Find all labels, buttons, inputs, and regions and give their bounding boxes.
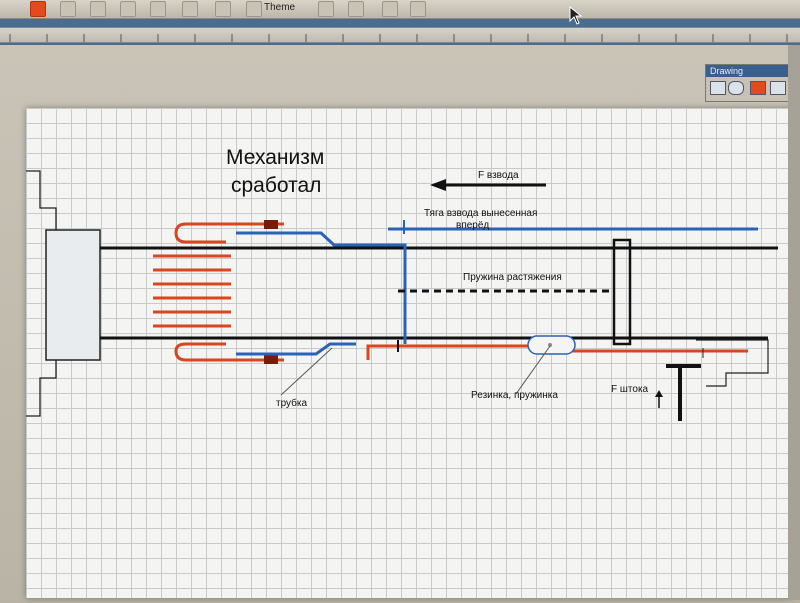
- left-block: [45, 229, 101, 361]
- highlight-button[interactable]: [30, 1, 46, 17]
- upper-u-hook: [174, 222, 284, 244]
- theme-icon[interactable]: [246, 1, 262, 17]
- vertical-pin: [612, 238, 632, 346]
- red-spring-lines: [153, 254, 231, 328]
- lower-u-hook: [174, 342, 284, 362]
- mechanism-diagram: Механизм сработал F взвода Тяга взвода в…: [26, 146, 778, 421]
- lower-hook-end: [264, 355, 278, 364]
- font-color-icon[interactable]: [182, 1, 198, 17]
- horizontal-ruler: [0, 27, 800, 43]
- lines-icon[interactable]: [318, 1, 334, 17]
- align-left-icon[interactable]: [60, 1, 76, 17]
- diagram-title-line1: Механизм: [226, 146, 324, 169]
- mouse-cursor-icon: [569, 6, 583, 25]
- grid-icon[interactable]: [382, 1, 398, 17]
- left-bracket-bottom: [26, 360, 57, 417]
- drawing-page[interactable]: Механизм сработал F взвода Тяга взвода в…: [26, 108, 792, 598]
- more-icon[interactable]: [410, 1, 426, 17]
- rod-label-line2: вперёд: [456, 220, 489, 231]
- tube-leader: [280, 347, 333, 396]
- red-trigger-link: [366, 344, 546, 360]
- rectangle-tool-icon[interactable]: [710, 81, 726, 95]
- diagram-title-line2: сработал: [231, 174, 321, 197]
- curve-tool-icon[interactable]: [770, 81, 786, 95]
- force-rod-label: F штока: [611, 384, 649, 395]
- spring-label: Пружина растяжения: [463, 272, 562, 283]
- lower-blue-tube: [236, 342, 356, 356]
- theme-button[interactable]: Theme: [264, 2, 296, 13]
- indent-icon[interactable]: [90, 1, 106, 17]
- vertical-scrollbar[interactable]: [788, 45, 800, 600]
- upper-blue-tube: [236, 231, 407, 344]
- right-bracket: [696, 339, 769, 387]
- force-cock-label: F взвода: [478, 170, 519, 181]
- line-tool-icon[interactable]: [750, 81, 766, 95]
- ellipse-tool-icon[interactable]: [728, 81, 744, 95]
- toolbar: Theme: [0, 0, 800, 19]
- tube-label: трубка: [276, 397, 307, 409]
- palette-title: Drawing: [706, 65, 800, 77]
- shape-icon[interactable]: [215, 1, 231, 17]
- rubber-leader: [515, 345, 551, 395]
- upper-hook-end: [264, 220, 278, 229]
- rubber-center: [548, 343, 552, 347]
- outdent-icon[interactable]: [120, 1, 136, 17]
- rod-label-line1: Тяга взвода вынесенная: [424, 208, 537, 219]
- text-color-icon[interactable]: [150, 1, 166, 17]
- drawing-palette[interactable]: Drawing: [705, 64, 800, 102]
- rubber-label: Резинка, пружинка: [471, 390, 558, 401]
- left-bracket-top: [26, 170, 57, 230]
- list-icon[interactable]: [348, 1, 364, 17]
